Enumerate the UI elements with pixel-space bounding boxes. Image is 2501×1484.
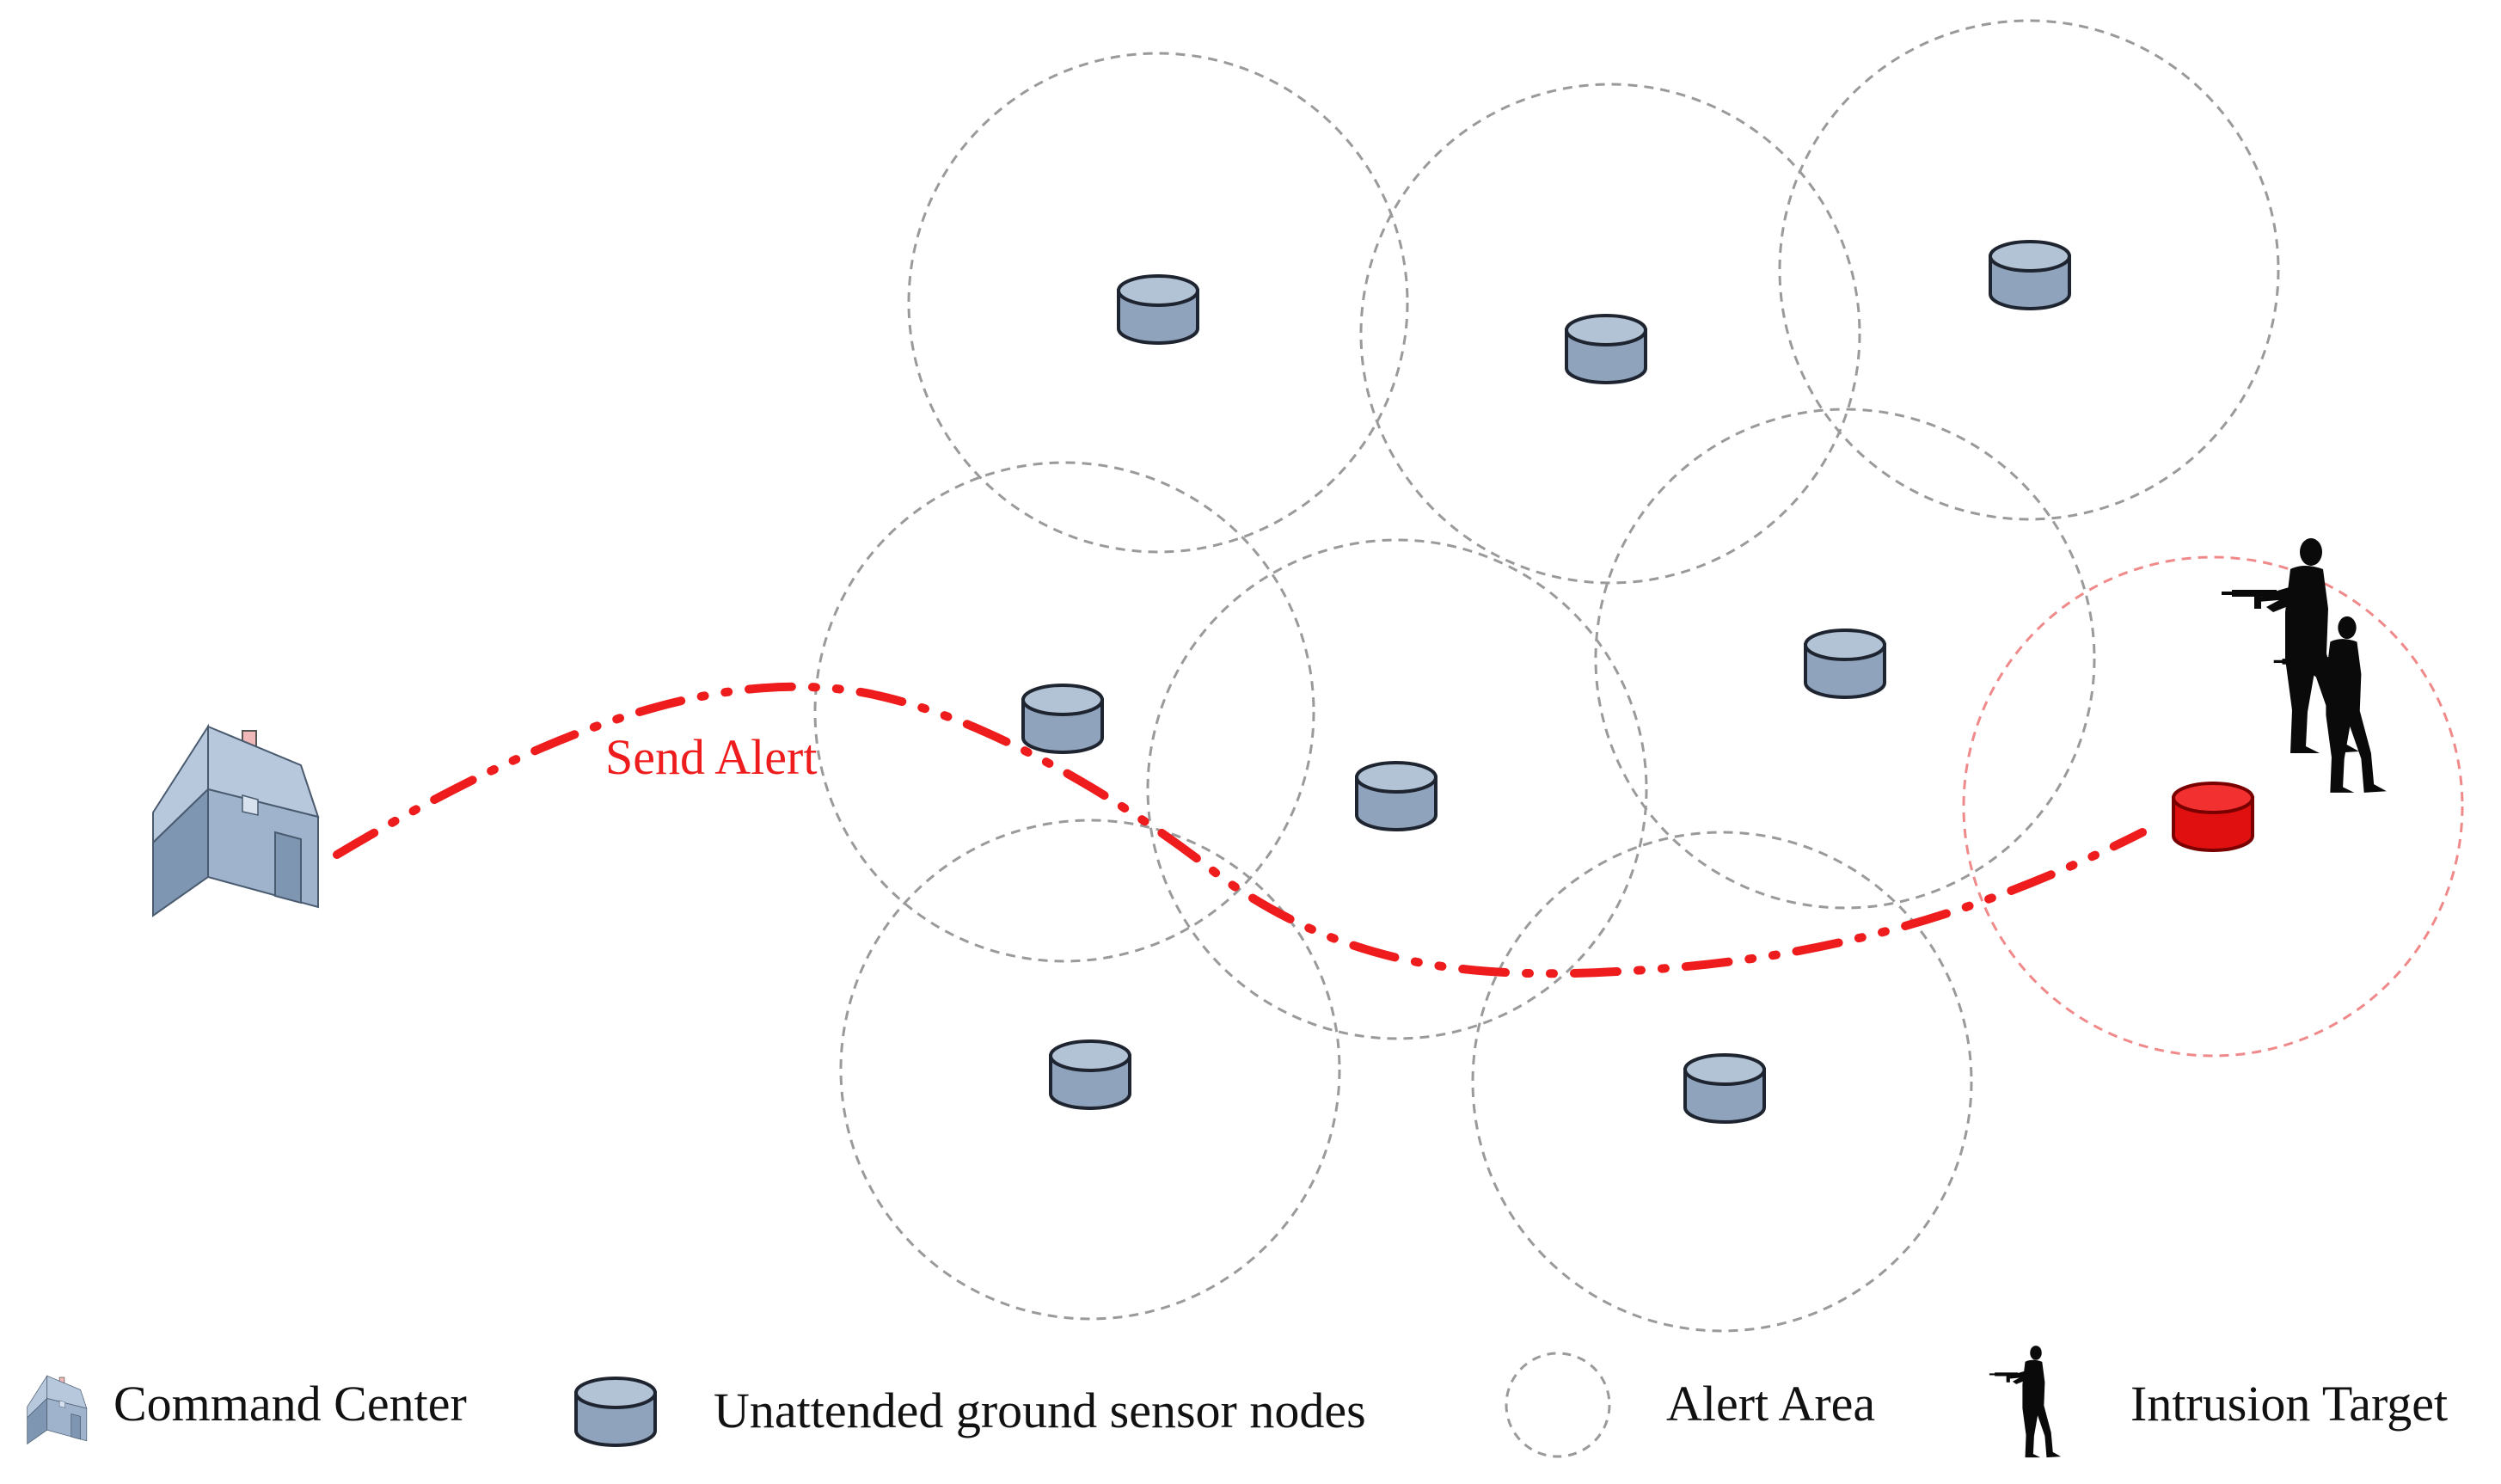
alert-path [333,682,2147,978]
alert-area-circle [1359,83,1861,585]
sensor-node-cylinder-icon [1989,240,2071,310]
alert-area-circle [1471,831,1973,1333]
active-alert-area-circle [1962,555,2464,1058]
legend-item-sensor-nodes: Unattended ground sensor nodes [574,1377,1366,1447]
intrusion-target-soldier-silhouette-icon [2222,538,2387,793]
sensor-node-cylinder-icon [1683,1053,1766,1124]
alert-area-circle [1594,408,2096,910]
sensor-node-cylinder-icon [1049,1039,1131,1110]
legend-item-alert-area: Alert Area [1505,1352,1875,1458]
sensor-node-cylinder-icon [1565,314,1647,384]
legend-item-intrusion-target: Intrusion Target [1989,1346,2448,1458]
legend-label: Command Center [113,1376,467,1432]
legend-item-command-center: Command Center [27,1375,467,1444]
command-center-house-icon [152,726,319,917]
legend-label: Intrusion Target [2130,1376,2448,1432]
legend-label: Unattended ground sensor nodes [714,1383,1366,1438]
legend-soldier-silhouette-icon [1989,1346,2062,1458]
legend: Command Center Unattended ground sensor … [27,1346,2448,1458]
alert-area-circle [907,52,1409,554]
legend-label: Alert Area [1666,1376,1875,1432]
alert-area-circle [839,819,1341,1321]
alert-area-circle [1778,19,2280,521]
sensor-node-cylinder-icon [1117,274,1199,345]
sensor-node-cylinder-icon [1804,629,1886,699]
sensor-node-cylinder-icon [1355,761,1437,831]
legend-house-icon [27,1375,88,1444]
alert-area-circle [1146,538,1648,1040]
legend-cylinder-icon [574,1377,657,1447]
sensor-node-cylinder-icon [1021,684,1104,754]
sensor-nodes [1021,240,2254,1124]
alert-area-circle [813,461,1315,963]
alert-areas [813,19,2464,1333]
legend-dashed-circle-icon [1505,1352,1611,1458]
alerted-sensor-node-cylinder-icon [2172,782,2254,852]
path-label: Send Alert [605,729,817,785]
